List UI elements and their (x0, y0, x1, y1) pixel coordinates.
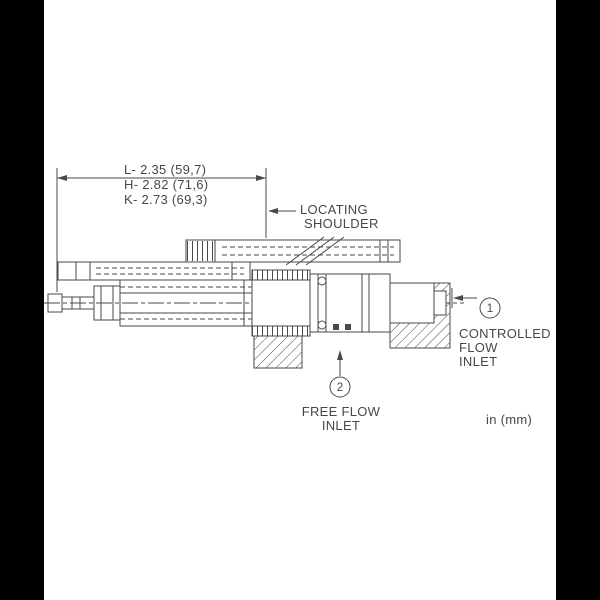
leader-arrowhead-icon (337, 350, 343, 360)
callout-2-circle (329, 376, 351, 398)
left-frame-bar (0, 0, 44, 600)
callout-1-label-line2: FLOW (459, 340, 498, 355)
leader-arrowhead-icon (268, 208, 278, 214)
dim-label-l: L- 2.35 (59,7) (124, 162, 206, 177)
locating-shoulder-leader (268, 208, 296, 214)
callout-1-number: 1 (487, 303, 493, 315)
callout-2-label-line2: INLET (322, 418, 360, 433)
callout-2-number: 2 (337, 382, 343, 394)
locating-shoulder-label-line2: SHOULDER (304, 216, 379, 231)
callout-1-circle (479, 297, 501, 319)
controlled-flow-leader (451, 288, 501, 319)
bottom-hatch-block (253, 335, 303, 369)
dim-label-k: K- 2.73 (69,3) (124, 192, 208, 207)
locating-shoulder-label-line1: LOCATING (300, 202, 368, 217)
right-frame-bar (556, 0, 600, 600)
units-note: in (mm) (486, 412, 532, 427)
dim-label-h: H- 2.82 (71,6) (124, 177, 208, 192)
callout-1-label-line3: INLET (459, 354, 497, 369)
dimension-lines (56, 168, 267, 292)
valve-assembly (44, 236, 464, 337)
callout-2-label-line1: FREE FLOW (302, 404, 381, 419)
dim-arrowhead-left (57, 175, 67, 181)
leader-arrowhead-icon (453, 295, 463, 301)
callout-1-label-line1: CONTROLLED (459, 326, 551, 341)
dim-arrowhead-right (256, 175, 266, 181)
free-flow-leader (329, 350, 351, 398)
annotation-text: L- 2.35 (59,7) H- 2.82 (71,6) K- 2.73 (6… (124, 162, 551, 433)
